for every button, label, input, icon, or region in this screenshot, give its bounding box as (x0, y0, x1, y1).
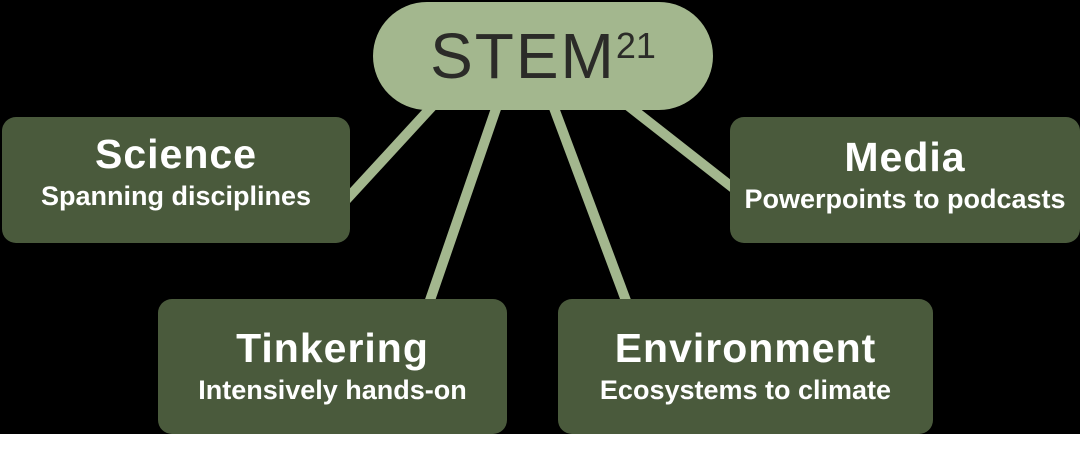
connector-line-media (613, 93, 741, 195)
node-subtitle-environment: Ecosystems to climate (599, 375, 892, 406)
connector-line-environment (546, 98, 633, 308)
node-title-science: Science (95, 130, 257, 177)
node-box-tinkering: Tinkering Intensively hands-on (158, 299, 507, 434)
node-title-media: Media (844, 133, 966, 180)
stem-title-text: STEM (430, 20, 616, 92)
node-subtitle-tinkering: Intensively hands-on (198, 375, 467, 406)
node-box-media: Media Powerpoints to podcasts (730, 117, 1080, 243)
connector-line-tinkering (423, 98, 504, 308)
node-box-environment: Environment Ecosystems to climate (558, 299, 933, 434)
node-title-tinkering: Tinkering (236, 325, 429, 372)
bottom-white-band (0, 434, 1080, 469)
stem-bubble: STEM21 (373, 2, 713, 110)
node-subtitle-media: Powerpoints to podcasts (744, 183, 1066, 214)
node-subtitle-science: Spanning disciplines (40, 180, 312, 211)
connector-line-science (342, 96, 442, 204)
node-title-environment: Environment (614, 325, 877, 372)
node-box-science: Science Spanning disciplines (2, 117, 350, 243)
stem-title: STEM21 (430, 24, 656, 88)
stem-superscript: 21 (615, 25, 656, 66)
